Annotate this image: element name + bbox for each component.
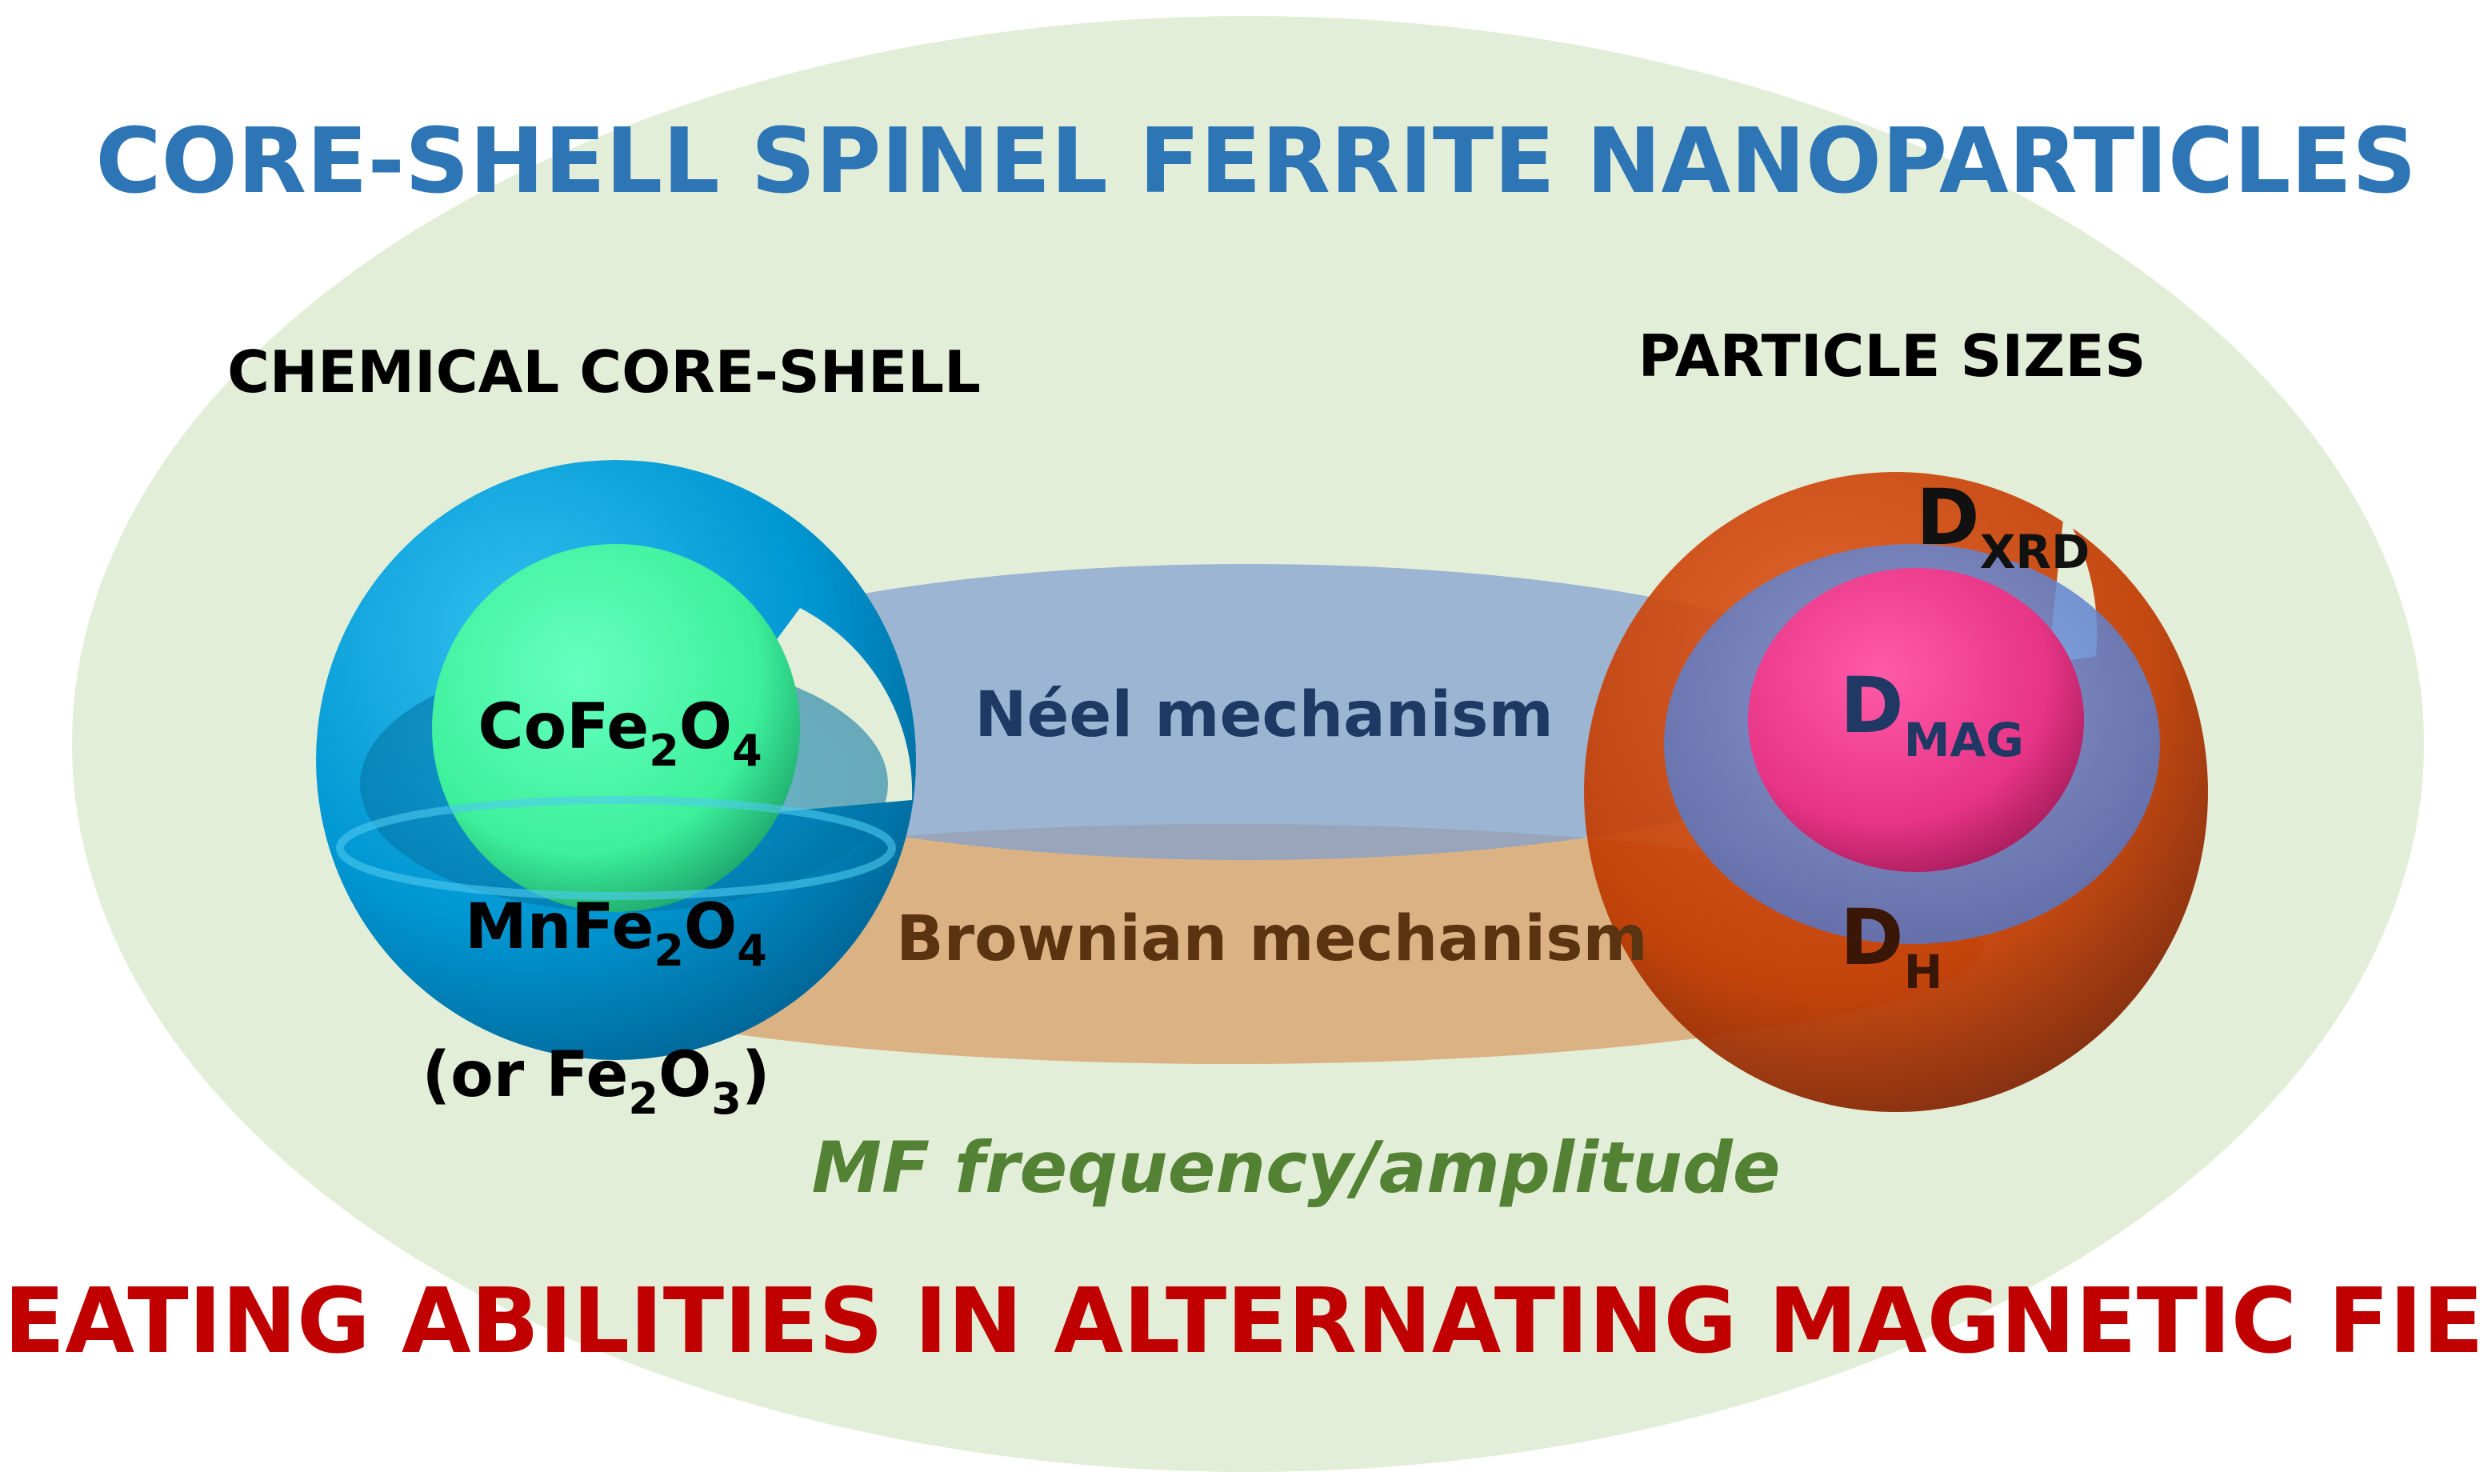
left-rim-highlight: [336, 796, 896, 900]
core-label: CoFe2O4: [478, 691, 762, 776]
left-particle: [316, 460, 916, 1060]
field-label: MF frequency/amplitude: [811, 1126, 1780, 1209]
d-mag-label: DMAG: [1840, 661, 2024, 767]
right-core: [1748, 568, 2084, 872]
neel-band: [608, 564, 1888, 860]
brownian-label: Brownian mechanism: [896, 903, 1648, 975]
neel-label: Néel mechanism: [974, 679, 1554, 751]
left-heading: CHEMICAL CORE-SHELL: [227, 338, 981, 406]
shell-alt-label: (or Fe2O3): [422, 1039, 770, 1124]
bottom-title: HEATING ABILITIES IN ALTERNATING MAGNETI…: [0, 1270, 2480, 1374]
shell-label: MnFe2O4: [465, 891, 767, 976]
right-particle: [1584, 472, 2208, 1112]
main-title: CORE-SHELL SPINEL FERRITE NANOPARTICLES: [95, 110, 2416, 214]
right-heading: PARTICLE SIZES: [1638, 322, 2146, 390]
d-xrd-label: DXRD: [1916, 473, 2090, 579]
d-h-label: DH: [1840, 893, 1942, 999]
left-core: [432, 544, 800, 912]
